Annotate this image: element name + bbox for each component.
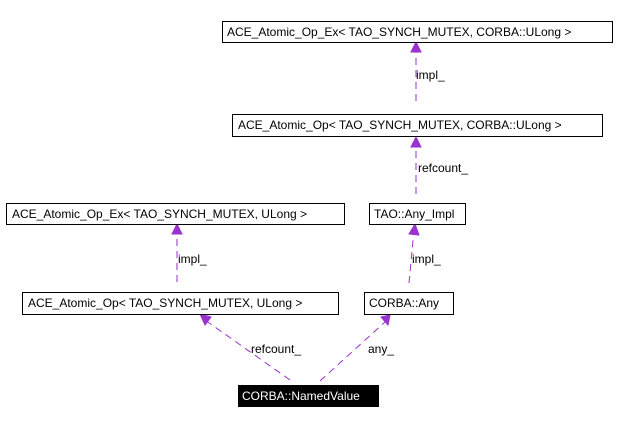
edge-label-impl-top: impl_ bbox=[416, 68, 445, 82]
node-corba-any[interactable]: CORBA::Any bbox=[364, 292, 454, 315]
node-ace-atomic-op-corba-ulong[interactable]: ACE_Atomic_Op< TAO_SYNCH_MUTEX, CORBA::U… bbox=[232, 114, 603, 137]
node-ace-atomic-op-ex-ulong[interactable]: ACE_Atomic_Op_Ex< TAO_SYNCH_MUTEX, ULong… bbox=[6, 203, 345, 225]
node-ace-atomic-op-ex-corba-ulong[interactable]: ACE_Atomic_Op_Ex< TAO_SYNCH_MUTEX, CORBA… bbox=[222, 21, 613, 43]
edge-any-bottom: any_ bbox=[319, 314, 394, 382]
node-label: ACE_Atomic_Op_Ex< TAO_SYNCH_MUTEX, CORBA… bbox=[227, 25, 571, 39]
edge-label-impl-right: impl_ bbox=[412, 252, 441, 266]
node-label: ACE_Atomic_Op_Ex< TAO_SYNCH_MUTEX, ULong… bbox=[12, 207, 307, 221]
node-label: TAO::Any_Impl bbox=[374, 207, 454, 221]
edge-refcount-top: refcount_ bbox=[410, 135, 468, 194]
node-corba-named-value[interactable]: CORBA::NamedValue bbox=[238, 385, 379, 407]
node-label: CORBA::Any bbox=[369, 296, 439, 310]
edge-label-any-bottom: any_ bbox=[368, 342, 394, 356]
edge-impl-right: impl_ bbox=[408, 222, 441, 284]
edge-label-refcount-bottom: refcount_ bbox=[251, 342, 301, 356]
node-label: ACE_Atomic_Op< TAO_SYNCH_MUTEX, CORBA::U… bbox=[238, 118, 562, 132]
node-label: CORBA::NamedValue bbox=[242, 389, 360, 403]
edge-label-refcount-top: refcount_ bbox=[418, 161, 468, 175]
node-ace-atomic-op-ulong[interactable]: ACE_Atomic_Op< TAO_SYNCH_MUTEX, ULong > bbox=[22, 292, 339, 315]
node-label: ACE_Atomic_Op< TAO_SYNCH_MUTEX, ULong > bbox=[28, 296, 302, 310]
edge-impl-top: impl_ bbox=[410, 40, 445, 101]
edge-refcount-bottom: refcount_ bbox=[199, 313, 301, 381]
edge-label-impl-left: impl_ bbox=[178, 252, 207, 266]
edge-impl-left: impl_ bbox=[171, 222, 207, 282]
node-tao-any-impl[interactable]: TAO::Any_Impl bbox=[369, 203, 466, 225]
